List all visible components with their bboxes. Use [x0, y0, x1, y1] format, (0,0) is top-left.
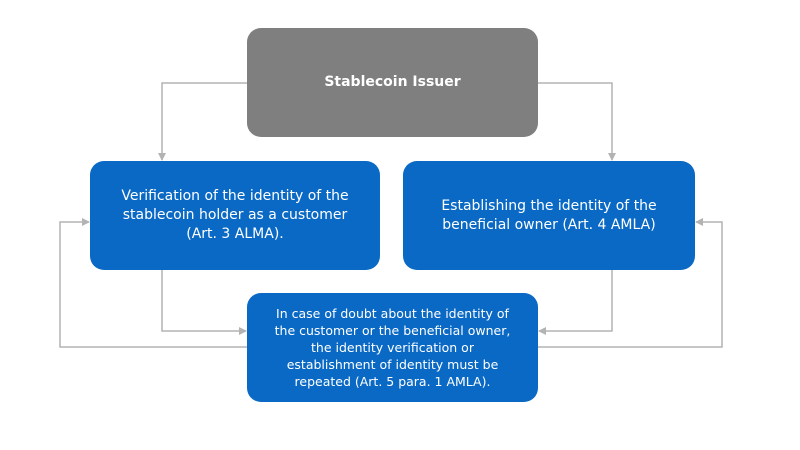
node-establish-beneficial-owner: Establishing the identity of the benefic… [403, 161, 695, 270]
arrow-issuer-to-establish [538, 82, 616, 161]
arrow-issuer-to-verify [158, 82, 247, 161]
arrow-doubt-to-establish [538, 218, 723, 348]
node-label: Verification of the identity of the stab… [121, 188, 349, 242]
arrow-establish-to-doubt [538, 270, 613, 335]
arrow-doubt-to-verify [59, 218, 247, 348]
node-verify-holder-identity: Verification of the identity of the stab… [90, 161, 380, 270]
node-label: Establishing the identity of the benefic… [441, 197, 657, 233]
node-stablecoin-issuer: Stablecoin Issuer [247, 28, 538, 137]
node-label: Stablecoin Issuer [324, 74, 461, 90]
node-repeat-on-doubt: In case of doubt about the identity of t… [247, 293, 538, 402]
arrow-verify-to-doubt [161, 270, 247, 335]
node-label: In case of doubt about the identity of t… [274, 306, 511, 389]
